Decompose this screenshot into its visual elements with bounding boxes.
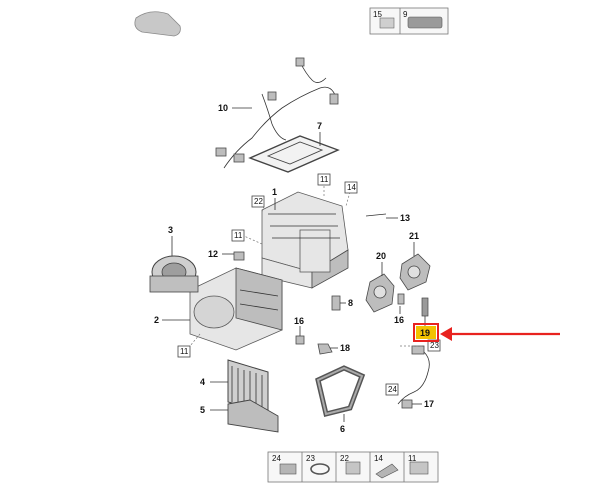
bolt-13 [365,213,387,217]
callout-13[interactable]: 13 [400,213,410,223]
callout-labels: 1 2 3 4 5 6 7 8 10 12 13 16 16 17 18 20 … [154,103,434,434]
bottom-kit-strip: 24 23 22 14 11 [267,451,439,483]
bottom-kit-label-22[interactable]: 22 [340,454,349,463]
hvac-housing [261,191,349,289]
callout-20[interactable]: 20 [376,251,386,261]
kit-label-9[interactable]: 9 [403,10,408,19]
callout-5[interactable]: 5 [200,405,205,415]
callout-21[interactable]: 21 [409,231,419,241]
sensor-18 [317,343,333,355]
selected-part-highlight[interactable]: 19 [413,323,560,342]
callout-3[interactable]: 3 [168,225,173,235]
boxed-ref-22[interactable]: 22 [254,197,263,206]
bottom-kit-label-23[interactable]: 23 [306,454,315,463]
clip-16 [295,293,405,345]
bolt-12 [233,251,245,261]
bottom-kit-label-11[interactable]: 11 [408,454,417,463]
boxed-ref-23[interactable]: 23 [430,341,439,350]
actuator-21 [399,253,431,291]
blower-motor [149,255,199,293]
boxed-ref-11b[interactable]: 11 [234,231,243,240]
boxed-ref-11[interactable]: 11 [320,175,329,184]
top-kit-box [369,7,449,35]
actuator-20 [365,273,395,313]
callout-2[interactable]: 2 [154,315,159,325]
hose-17 [397,345,430,409]
callout-19[interactable]: 19 [420,328,430,338]
boxed-ref-24[interactable]: 24 [388,385,397,394]
callout-12[interactable]: 12 [208,249,218,259]
red-arrow-icon [440,327,452,341]
bottom-kit-label-14[interactable]: 14 [374,454,383,463]
callout-10[interactable]: 10 [218,103,228,113]
connector-8 [331,295,341,311]
vehicle-silhouette-icon [134,11,181,37]
bottom-kit-label-24[interactable]: 24 [272,454,281,463]
seal-ring [315,365,366,418]
filter-frame [248,135,340,173]
kit-label-15[interactable]: 15 [373,10,382,19]
callout-4[interactable]: 4 [200,377,205,387]
callout-18[interactable]: 18 [340,343,350,353]
callout-7[interactable]: 7 [317,121,322,131]
callout-6[interactable]: 6 [340,424,345,434]
blower-housing [189,267,283,351]
callout-8[interactable]: 8 [348,298,353,308]
wiring-harness [215,57,339,169]
callout-16-lower[interactable]: 16 [294,316,304,326]
callout-1[interactable]: 1 [272,187,277,197]
sensor-19 [421,297,429,317]
callout-17[interactable]: 17 [424,399,434,409]
seal-plate [227,399,279,433]
top-kit-labels: 15 9 [373,10,408,19]
boxed-ref-14[interactable]: 14 [347,183,356,192]
leader-lines [162,107,426,422]
boxed-ref-11c[interactable]: 11 [180,347,189,356]
boxed-references: 11 14 22 11 11 23 24 [177,173,441,396]
callout-16-upper[interactable]: 16 [394,315,404,325]
